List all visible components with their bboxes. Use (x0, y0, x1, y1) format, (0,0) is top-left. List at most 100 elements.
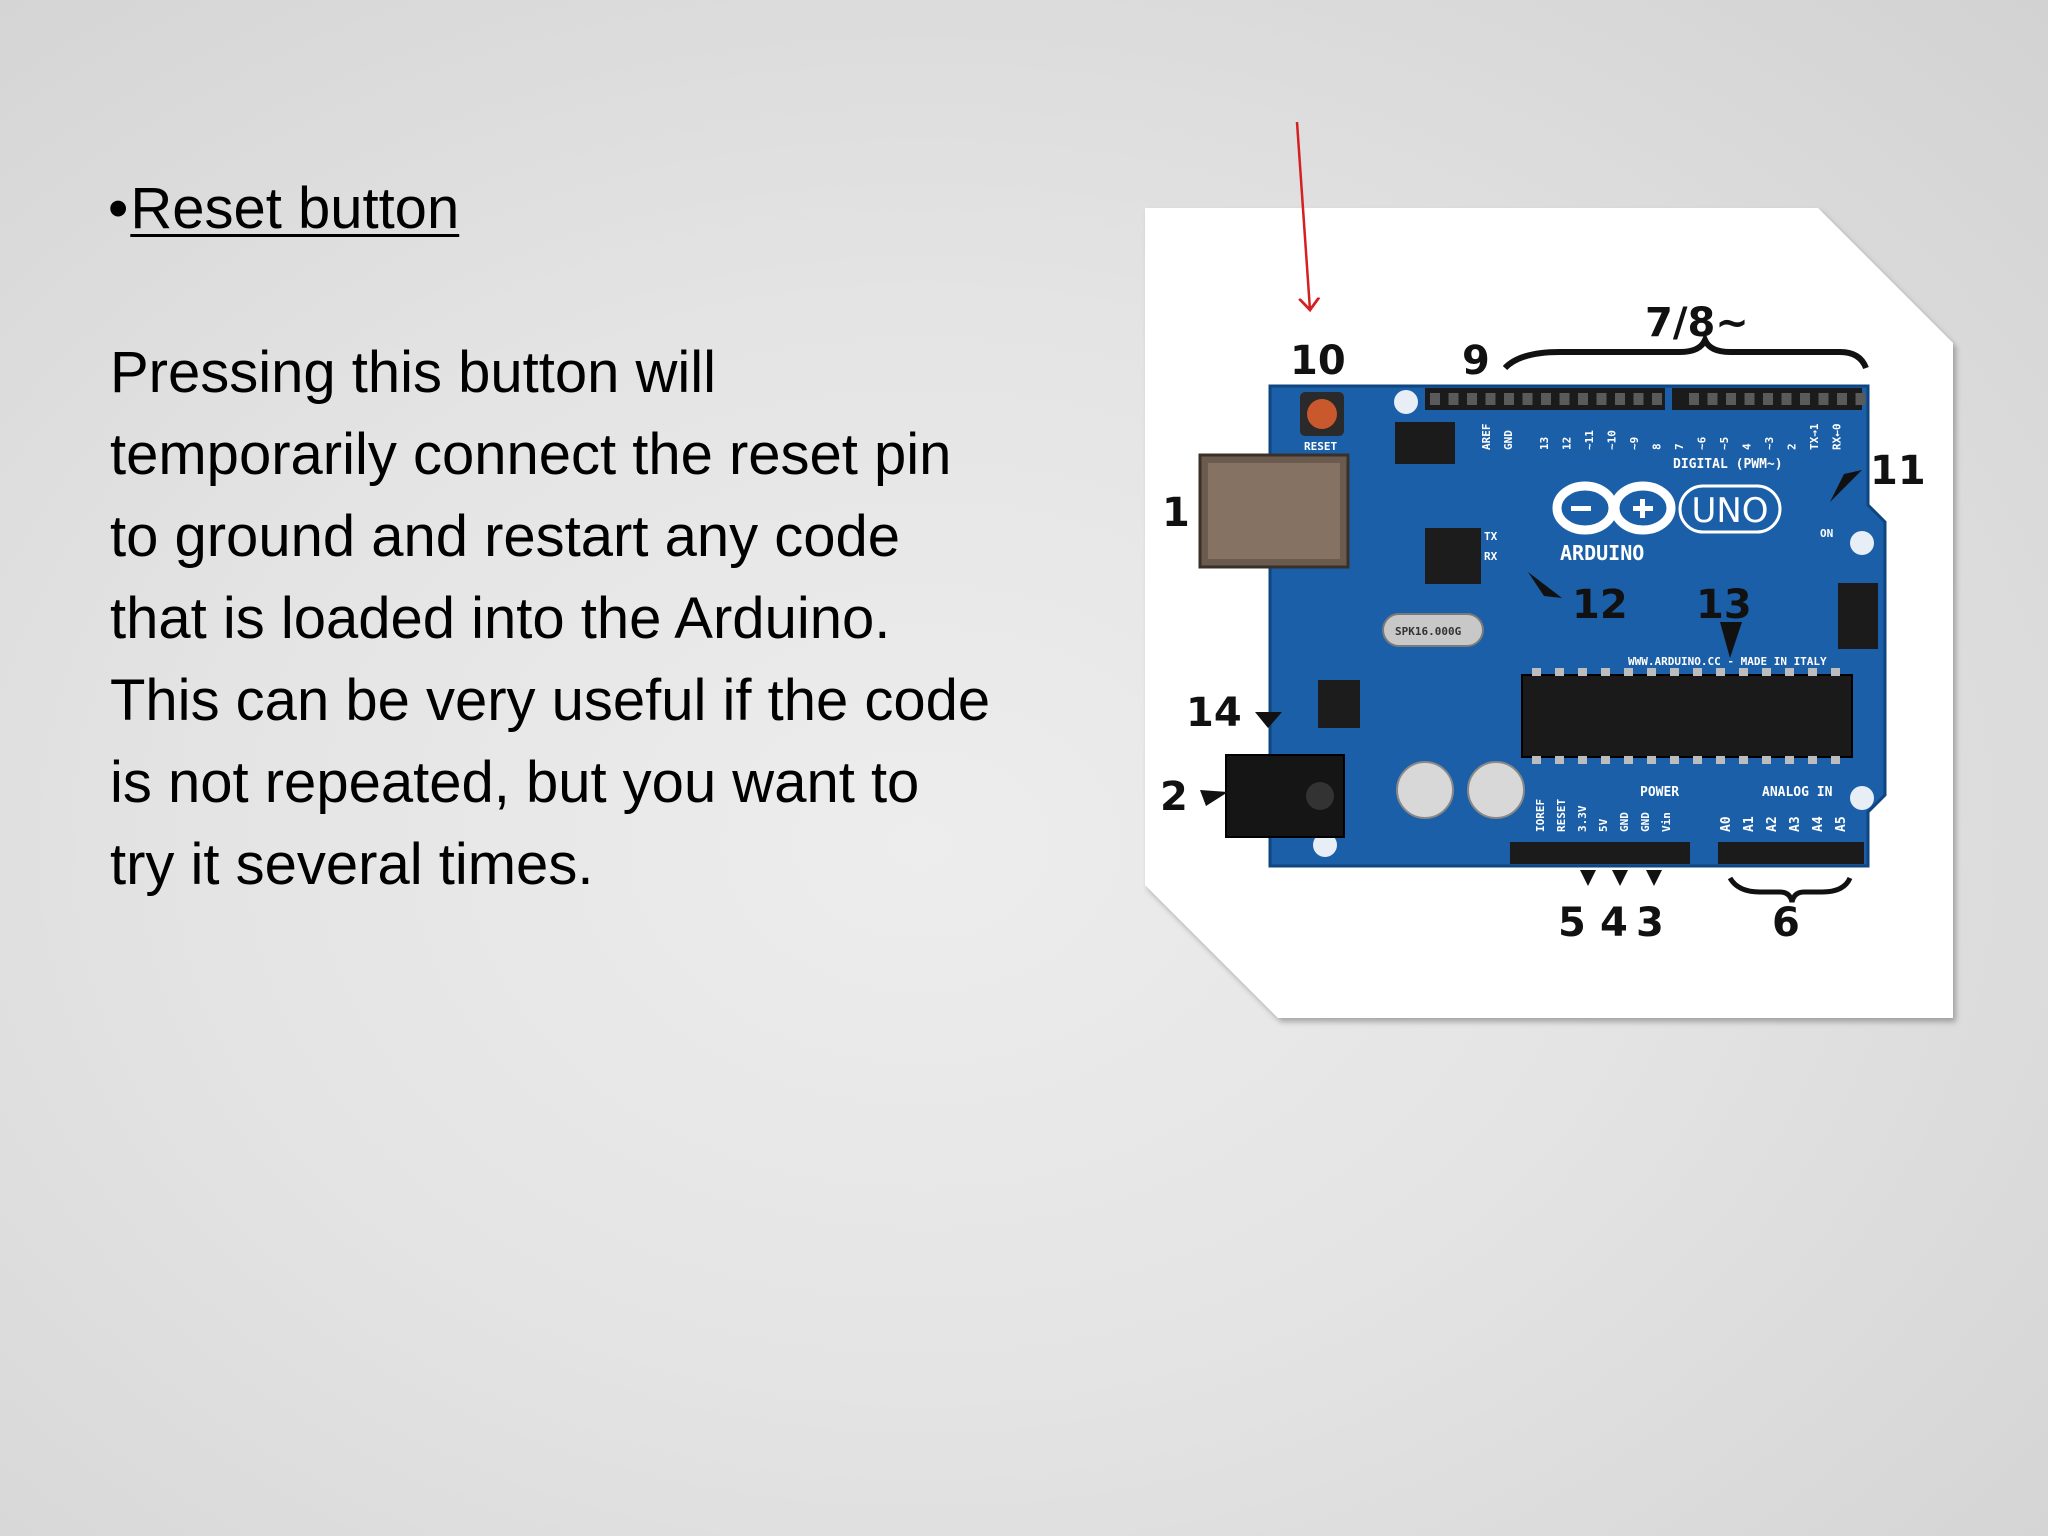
body-line: that is loaded into the Arduino. (110, 586, 891, 651)
chip-leg (1670, 756, 1679, 764)
tx-label: TX (1484, 530, 1498, 543)
chip-leg (1808, 668, 1817, 676)
digital-pin-label: ~9 (1628, 437, 1641, 450)
callout-label: 6 (1772, 900, 1800, 946)
power-pin-label: 5V (1597, 818, 1610, 832)
callout-label: 14 (1186, 690, 1242, 736)
digital-pin-label: ~5 (1718, 437, 1731, 450)
analog-pin-label: A4 (1811, 816, 1826, 832)
callout-label: 7/8~ (1645, 300, 1749, 346)
digital-pin-label: 7 (1673, 443, 1686, 450)
chip-leg (1578, 756, 1587, 764)
pin-hole (1430, 393, 1440, 405)
power-header (1510, 842, 1690, 864)
chip-leg (1555, 668, 1564, 676)
chip-leg (1532, 756, 1541, 764)
pin-hole (1559, 393, 1570, 405)
pin-hole (1596, 393, 1607, 405)
pin-hole (1448, 393, 1459, 405)
body-line: try it several times. (110, 832, 594, 897)
mounting-hole (1850, 531, 1874, 555)
chip-leg (1716, 756, 1725, 764)
body-line: to ground and restart any code (110, 504, 900, 569)
pin-hole (1744, 393, 1755, 405)
uno-badge (1678, 484, 1782, 534)
pin-hole (1800, 393, 1810, 405)
on-label: ON (1820, 527, 1833, 540)
board-pcb (1268, 384, 1887, 868)
digital-pin-label: ~6 (1696, 436, 1709, 450)
digital-header-left (1425, 388, 1665, 410)
capacitor (1396, 761, 1454, 819)
arduino-logo (1552, 481, 1676, 535)
power-jack (1225, 754, 1345, 838)
analog-brace (1727, 876, 1853, 903)
chip-leg (1739, 756, 1748, 764)
icsp-header-right (1838, 583, 1878, 649)
chip-leg (1624, 668, 1633, 676)
chip-leg (1762, 668, 1771, 676)
aref-label: AREF (1480, 424, 1493, 451)
pin-hole (1522, 393, 1533, 405)
pin-hole (1763, 393, 1773, 405)
pin-hole (1504, 393, 1514, 405)
crystal (1382, 613, 1484, 647)
pin-hole (1485, 393, 1496, 405)
chip-leg (1808, 756, 1817, 764)
uno-text: UNO (1691, 491, 1768, 531)
mounting-hole (1394, 390, 1418, 414)
pin-hole (1689, 393, 1699, 405)
pin-hole (1633, 393, 1644, 405)
arduino-board: RESET SPK16.000G (1198, 384, 1887, 868)
digital-pin-label: 12 (1561, 437, 1574, 450)
red-arrow-icon (1295, 121, 1310, 310)
chip-leg (1693, 756, 1702, 764)
analog-pin-label: A1 (1742, 816, 1757, 832)
digital-pin-label: ~3 (1763, 437, 1776, 450)
pin-hole (1652, 393, 1662, 405)
power-pin-label: Vin (1660, 812, 1673, 832)
callout-label: 11 (1870, 448, 1926, 494)
brand-text: ARDUINO (1560, 541, 1644, 565)
callout-label: 4 (1600, 900, 1628, 946)
chip-leg (1555, 756, 1564, 764)
bullet-glyph: • (108, 176, 129, 241)
mounting-hole (1850, 786, 1874, 810)
chip-leg (1693, 668, 1702, 676)
capacitor (1467, 761, 1525, 819)
reset-silk-label: RESET (1304, 440, 1337, 453)
analog-pin-label: A2 (1765, 816, 1780, 832)
digital-pin-label: TX→1 (1808, 423, 1821, 450)
power-pin-label: RESET (1555, 799, 1568, 832)
pin-hole (1541, 393, 1551, 405)
gnd-label: GND (1502, 430, 1515, 450)
usb-chip (1425, 528, 1481, 584)
body-line: This can be very useful if the code (110, 668, 991, 733)
analog-header (1718, 842, 1864, 864)
digital-header-right (1672, 388, 1862, 410)
digital-brace (1502, 332, 1869, 371)
power-label: POWER (1640, 785, 1679, 800)
chip-leg (1785, 756, 1794, 764)
power-pin-label: 3.3V (1576, 805, 1589, 832)
slide-body-text: Pressing this button will temporarily co… (110, 332, 1070, 906)
reset-button (1300, 392, 1344, 436)
chip-legs (1532, 668, 1840, 764)
power-jack-hole (1306, 782, 1334, 810)
pin-hole (1707, 393, 1718, 405)
body-line: Pressing this button will (110, 340, 717, 405)
chip-leg (1716, 668, 1725, 676)
chip-leg (1739, 668, 1748, 676)
callout-label: 10 (1290, 338, 1346, 384)
chip-leg (1601, 756, 1610, 764)
made-in-text: WWW.ARDUINO.CC - MADE IN ITALY (1628, 655, 1827, 668)
chip-leg (1601, 668, 1610, 676)
pin-hole (1855, 393, 1866, 405)
chip-leg (1624, 756, 1633, 764)
callout-label: 2 (1160, 774, 1188, 820)
icsp-header (1395, 422, 1455, 464)
chip-leg (1670, 668, 1679, 676)
digital-pin-label: ~10 (1606, 430, 1619, 450)
